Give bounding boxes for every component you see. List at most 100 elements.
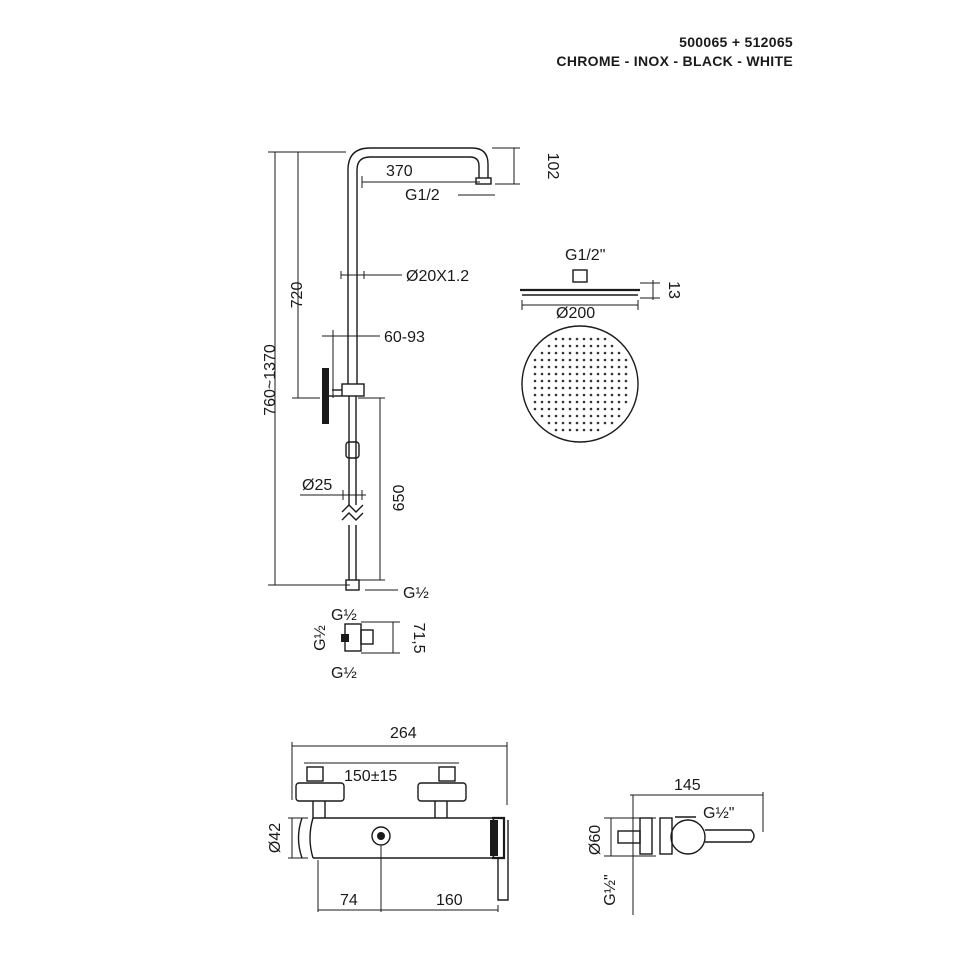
nozzle-dot [575,372,579,376]
connector-detail: G½ G½ G½ 71,5 [312,607,427,682]
side-diameter: Ø60 [587,825,604,855]
nozzle-dot [561,372,565,376]
thread-base-label: G½ [403,585,429,602]
nozzle-dot [610,393,614,397]
nozzle-pattern [533,337,628,432]
nozzle-dot [610,400,614,404]
nozzle-dot [568,337,572,341]
nozzle-dot [561,386,565,390]
nozzle-dot [617,400,621,404]
nozzle-dot [582,365,586,369]
nozzle-dot [582,358,586,362]
nozzle-dot [561,365,565,369]
nozzle-dot [568,421,572,425]
nozzle-dot [610,414,614,418]
nozzle-dot [540,358,544,362]
nozzle-dot [603,400,607,404]
nozzle-dot [554,407,558,411]
nozzle-dot [575,400,579,404]
nozzle-dot [561,428,565,432]
nozzle-dot [561,337,565,341]
side-thread-bottom: G½" [602,874,619,905]
nozzle-dot [624,400,628,404]
nozzle-dot [596,414,600,418]
nozzle-dot [589,358,593,362]
nozzle-dot [547,344,551,348]
dim-arm-length: 370 [386,163,413,180]
nozzle-dot [575,414,579,418]
nozzle-dot [603,337,607,341]
nozzle-dot [589,337,593,341]
nozzle-dot [561,414,565,418]
mixer-side: 145 G½" Ø60 G½" [587,777,764,915]
nozzle-dot [575,351,579,355]
nozzle-dot [547,351,551,355]
nozzle-dot [533,386,537,390]
nozzle-dot [575,421,579,425]
nozzle-dot [582,386,586,390]
nozzle-dot [575,365,579,369]
nozzle-dot [589,407,593,411]
nozzle-dot [554,428,558,432]
nozzle-dot [603,414,607,418]
nozzle-dot [554,414,558,418]
mixer-centers: 150±15 [344,768,397,785]
nozzle-dot [554,351,558,355]
nozzle-dot [554,344,558,348]
nozzle-dot [617,393,621,397]
nozzle-dot [575,386,579,390]
nozzle-dot [582,414,586,418]
nozzle-dot [582,372,586,376]
nozzle-dot [596,358,600,362]
nozzle-dot [575,358,579,362]
nozzle-dot [561,379,565,383]
nozzle-dot [561,393,565,397]
nozzle-dot [610,351,614,355]
nozzle-dot [575,337,579,341]
nozzle-dot [596,379,600,383]
nozzle-dot [582,379,586,383]
nozzle-dot [568,351,572,355]
nozzle-dot [547,358,551,362]
nozzle-dot [603,386,607,390]
nozzle-dot [589,428,593,432]
nozzle-dot [568,365,572,369]
nozzle-dot [603,344,607,348]
finish-list: CHROME - INOX - BLACK - WHITE [556,53,793,69]
nozzle-dot [561,358,565,362]
nozzle-dot [540,372,544,376]
nozzle-dot [568,386,572,390]
nozzle-dot [582,400,586,404]
connector-height: 71,5 [410,622,427,653]
nozzle-dot [561,344,565,348]
nozzle-dot [547,400,551,404]
showerhead-thickness: 13 [665,281,682,299]
nozzle-dot [603,379,607,383]
nozzle-dot [582,428,586,432]
nozzle-dot [596,372,600,376]
nozzle-dot [603,351,607,355]
showerhead-thread: G1/2" [565,247,605,264]
nozzle-dot [547,407,551,411]
nozzle-dot [554,358,558,362]
pipe-lower-diameter: Ø25 [302,477,332,494]
nozzle-dot [547,372,551,376]
dim-upper-height: 720 [289,282,306,309]
nozzle-dot [561,351,565,355]
dim-right-offset: 160 [436,892,463,909]
nozzle-dot [540,414,544,418]
nozzle-dot [568,400,572,404]
nozzle-dot [547,365,551,369]
nozzle-dot [568,344,572,348]
nozzle-dot [540,386,544,390]
nozzle-dot [610,386,614,390]
nozzle-dot [554,365,558,369]
connector-thread-left: G½ [312,625,329,651]
nozzle-dot [540,407,544,411]
dim-lower-height: 650 [391,485,408,512]
slide-range: 60-93 [384,329,425,346]
nozzle-dot [582,421,586,425]
nozzle-dot [596,400,600,404]
nozzle-dot [617,386,621,390]
nozzle-dot [561,421,565,425]
